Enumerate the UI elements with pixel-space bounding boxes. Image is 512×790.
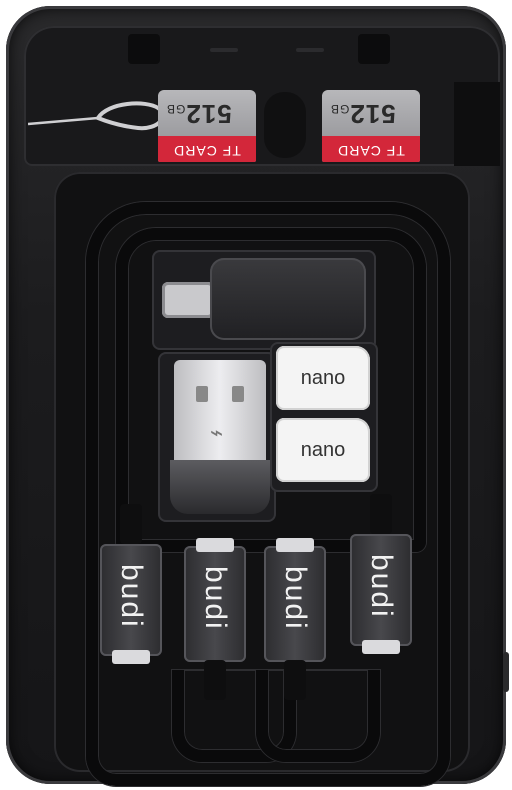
cable-outer [86,202,450,786]
storage-case: 512GB TF CARD 512GB TF CARD ⌁ nano nano … [6,6,506,786]
usb-c-adapter[interactable] [210,258,366,340]
card-pocket-divider [264,92,306,158]
connector-tip [362,640,400,654]
cable-connector-2[interactable]: budi [184,538,246,700]
connector-tip [276,538,314,552]
connector-strain-relief [120,504,142,544]
sim-eject-pin-icon [28,101,165,131]
sim-adapter-label: nano [300,438,346,461]
connector-brand: budi [115,564,148,629]
cable-connector-1[interactable]: budi [100,504,162,664]
case-side-button [503,652,509,692]
tf-card-stripe [322,136,420,162]
tray-notch-left [128,34,160,64]
tf-card-label: TF CARD [337,143,405,159]
connector-tip [112,650,150,664]
usb-a-adapter-body [170,460,270,514]
connector-brand: budi [199,566,232,631]
connector-strain-relief [284,660,306,700]
usb-symbol-icon: ⌁ [210,420,224,445]
tf-card-2[interactable]: 512GB TF CARD [322,90,420,162]
cable-connector-3[interactable]: budi [264,538,326,700]
tray-gap [454,82,500,166]
cable-loop-right [256,670,380,762]
cable-connector-4[interactable]: budi [350,494,412,654]
usb-a-adapter[interactable]: ⌁ [174,360,266,460]
connector-brand: budi [279,566,312,631]
connector-tip [196,538,234,552]
tf-card-capacity: 512GB [166,99,232,129]
tray-notch-right [358,34,390,64]
tray-slot-left [210,48,238,52]
tf-card-1[interactable]: 512GB TF CARD [158,90,256,162]
tf-card-capacity: 512GB [330,99,396,129]
nano-sim-adapter-2[interactable]: nano [276,418,370,482]
connector-strain-relief [370,494,392,534]
usb-a-pin-hole [232,386,244,402]
top-tray [24,26,500,166]
tf-card-label: TF CARD [173,143,241,159]
tray-slot-right [296,48,324,52]
connector-brand: budi [365,554,398,619]
usb-c-adapter-tip[interactable] [162,282,214,318]
usb-a-pin-hole [196,386,208,402]
connector-strain-relief [204,660,226,700]
sim-adapter-label: nano [300,366,346,389]
tf-card-stripe [158,136,256,162]
nano-sim-adapter-1[interactable]: nano [276,346,370,410]
